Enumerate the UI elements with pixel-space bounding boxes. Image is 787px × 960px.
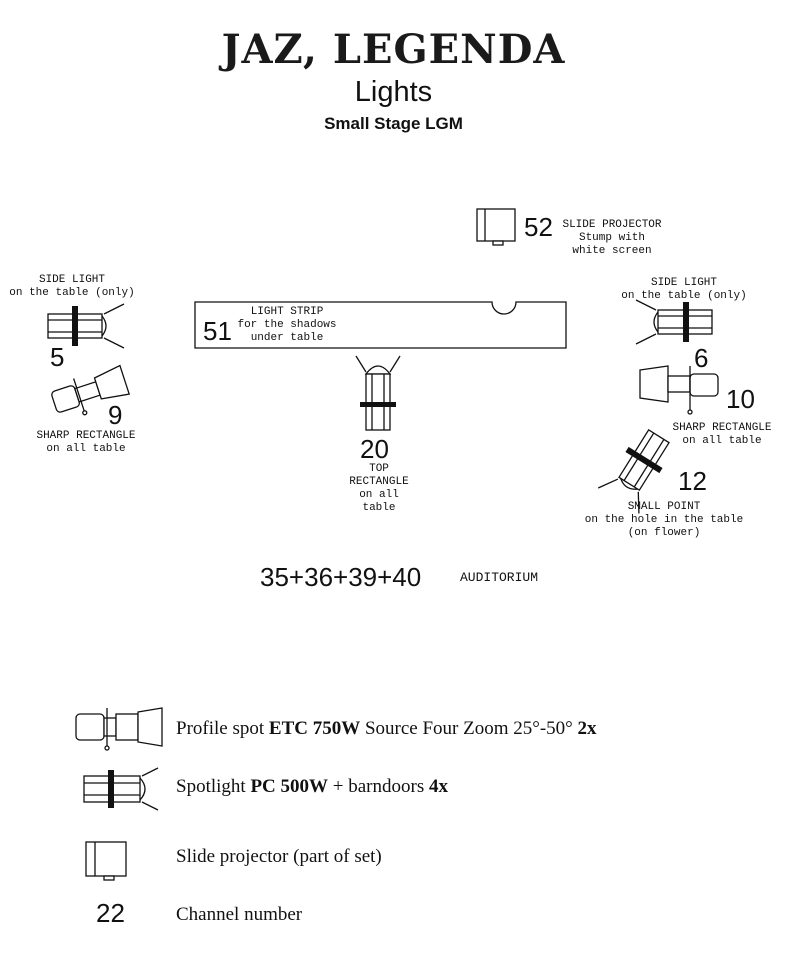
legend-profile-mid: Source Four Zoom 25°-50°	[360, 718, 578, 739]
channel-9: 9	[108, 400, 123, 430]
auditorium-channels: 35+36+39+40	[260, 562, 422, 592]
legend-profile-model: ETC 750W	[268, 718, 361, 739]
legend-spotlight-icon	[83, 767, 159, 811]
channel-12: 12	[678, 466, 707, 496]
legend-spot-text: Spotlight PC 500W + barndoors 4x	[176, 776, 448, 798]
legend-spot-model: PC 500W	[250, 776, 329, 797]
side-light-left-icon	[47, 303, 125, 349]
sharp-rectangle-left-label: SHARP RECTANGLE on all table	[36, 430, 136, 455]
side-light-left-label: SIDE LIGHT on the table (only)	[9, 274, 135, 299]
channel-10: 10	[726, 384, 755, 414]
auditorium-label: AUDITORIUM	[460, 570, 539, 585]
slide-projector-label: SLIDE PROJECTOR Stump with white screen	[562, 219, 662, 257]
channel-6: 6	[694, 343, 709, 373]
small-point-label: SMALL POINT on the hole in the table (on…	[584, 501, 744, 539]
channel-52: 52	[524, 212, 553, 242]
profile-spot-left-icon	[51, 364, 131, 416]
page-subtitle: Lights	[354, 76, 433, 108]
legend-profile-icon	[75, 707, 163, 751]
legend-profile-text: Profile spot ETC 750W Source Four Zoom 2…	[176, 718, 597, 740]
sharp-rectangle-right-label: SHARP RECTANGLE on all table	[672, 422, 772, 447]
side-light-right-label: SIDE LIGHT on the table (only)	[621, 277, 747, 302]
legend-spot-pre: Spotlight	[176, 776, 251, 797]
legend-spot-mid: + barndoors	[328, 776, 429, 797]
channel-20: 20	[360, 434, 389, 464]
channel-5: 5	[50, 342, 65, 372]
legend-projector-icon	[85, 841, 127, 881]
legend-channel-example: 22	[96, 898, 125, 928]
legend-profile-qty: 2x	[577, 718, 597, 739]
top-rectangle-label: TOP RECTANGLE on all table	[349, 463, 409, 514]
light-strip-table-shape	[194, 301, 567, 349]
small-point-icon	[597, 428, 670, 514]
page-title: JAZ, LEGENDA	[221, 26, 566, 73]
side-light-right-icon	[635, 299, 713, 345]
top-rectangle-icon	[355, 355, 401, 431]
profile-spot-right-icon	[639, 365, 719, 415]
light-strip-label: LIGHT STRIP for the shadows under table	[237, 306, 337, 344]
legend-projector-text: Slide projector (part of set)	[176, 846, 382, 867]
stage-name: Small Stage LGM	[324, 114, 463, 133]
channel-51: 51	[203, 316, 232, 346]
legend-profile-pre: Profile spot	[176, 718, 269, 739]
slide-projector-icon	[476, 208, 516, 246]
legend-channel-text: Channel number	[176, 904, 303, 925]
legend-spot-qty: 4x	[428, 776, 448, 797]
